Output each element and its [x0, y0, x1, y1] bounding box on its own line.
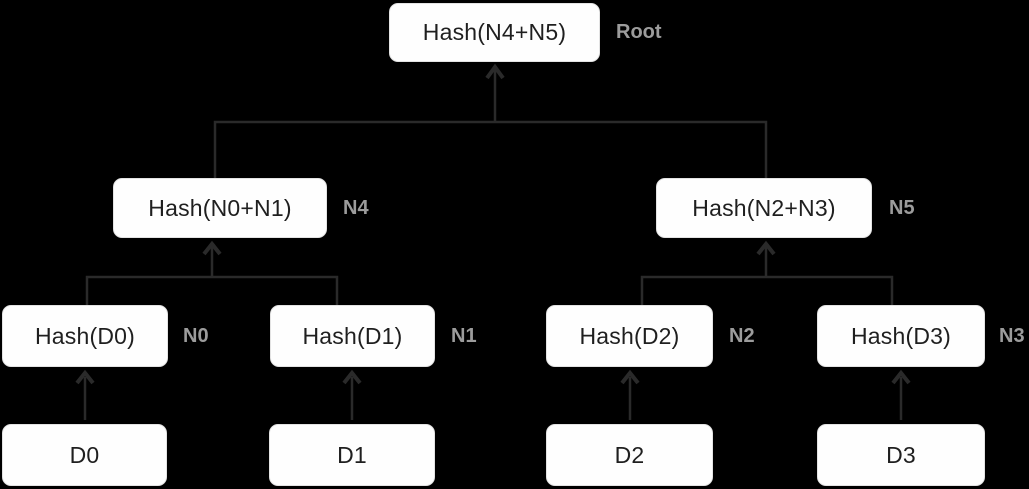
arrow-up-icon — [756, 240, 776, 256]
node-n3: Hash(D3) — [817, 305, 985, 367]
arrow-up-icon — [202, 240, 222, 256]
label-n5: N5 — [889, 196, 915, 219]
node-n2: Hash(D2) — [546, 305, 713, 367]
label-n3: N3 — [999, 324, 1025, 347]
node-d3: D3 — [817, 424, 985, 486]
node-n1: Hash(D1) — [270, 305, 435, 367]
node-d1: D1 — [269, 424, 435, 486]
node-n5: Hash(N2+N3) — [656, 178, 872, 238]
arrow-up-icon — [75, 369, 95, 385]
arrow-up-icon — [620, 369, 640, 385]
node-root: Hash(N4+N5) — [389, 3, 600, 62]
label-n2: N2 — [729, 324, 755, 347]
edge-n5-children-bar — [640, 275, 894, 305]
node-d2: D2 — [546, 424, 713, 486]
label-n1: N1 — [451, 324, 477, 347]
label-n4: N4 — [343, 196, 369, 219]
edge-n4-children-bar — [85, 275, 339, 305]
arrow-up-icon — [485, 63, 505, 80]
node-n0: Hash(D0) — [2, 305, 168, 367]
label-root: Root — [616, 21, 662, 43]
edge-root-children-bar — [213, 120, 768, 178]
node-n4: Hash(N0+N1) — [113, 178, 327, 238]
node-d0: D0 — [2, 424, 167, 486]
label-n0: N0 — [183, 324, 209, 347]
arrow-up-icon — [342, 369, 362, 385]
arrow-up-icon — [891, 369, 911, 385]
